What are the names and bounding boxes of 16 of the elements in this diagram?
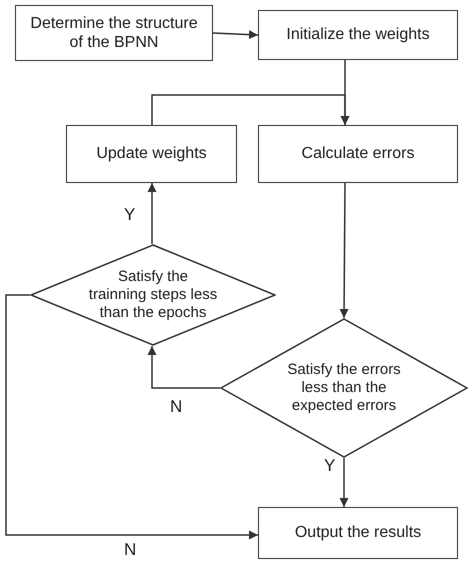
process-box: Determine the structure of the BPNN	[15, 5, 213, 61]
arrow	[212, 30, 258, 40]
arrow	[151, 94, 350, 125]
arrow	[148, 346, 220, 389]
edge-label: Y	[322, 457, 338, 474]
process-box: Output the results	[258, 507, 458, 559]
arrow	[148, 183, 156, 244]
process-box: Calculate errors	[258, 125, 458, 183]
decision-diamond: Satisfy the errors less than the expected errors	[220, 318, 468, 458]
arrow	[340, 183, 349, 318]
decision-diamond: Satisfy the trainning steps less than the epochs	[30, 244, 276, 346]
process-box: Update weights	[66, 125, 237, 183]
edge-label: Y	[122, 206, 138, 223]
process-box: Initialize the weights	[258, 10, 458, 60]
arrow	[5, 294, 258, 540]
arrow	[340, 458, 348, 507]
